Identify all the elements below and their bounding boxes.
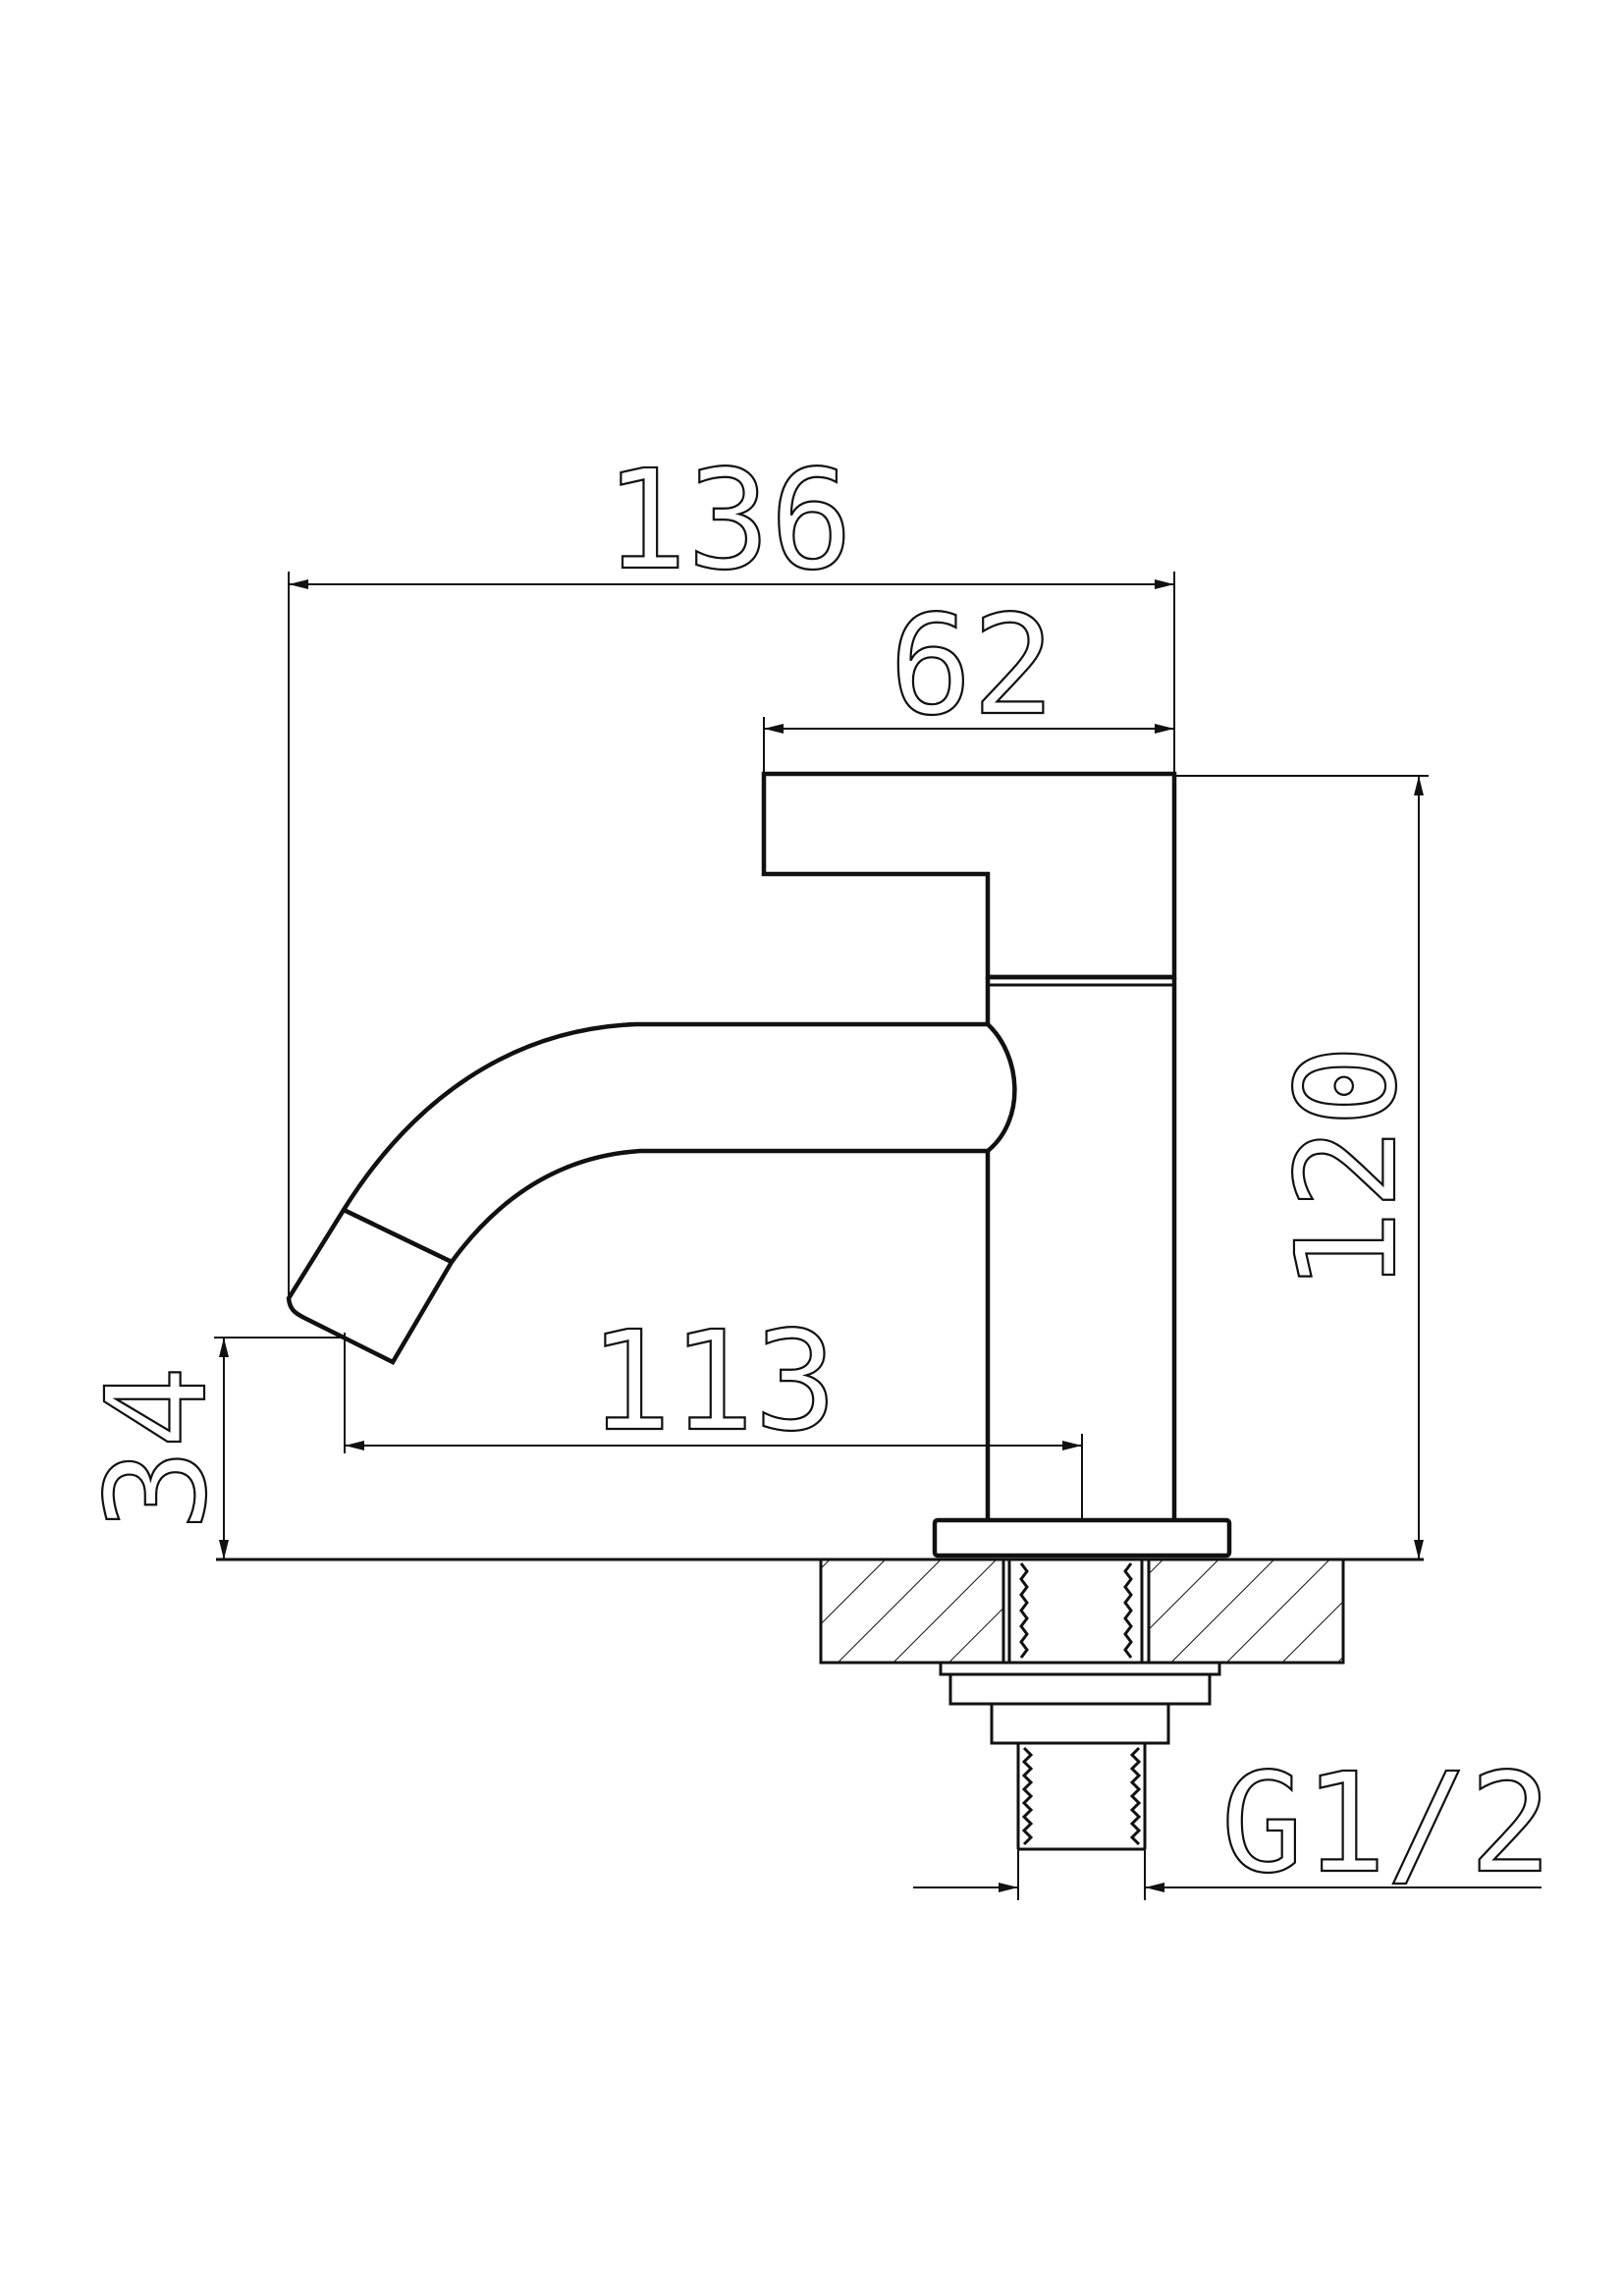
- label-spout-reach: 113: [589, 1302, 838, 1462]
- shank-collar: [990, 1702, 1170, 1745]
- dimension-labels: 136 62 120 113 34 G1/2: [77, 440, 1553, 1905]
- back-nut: [948, 1672, 1212, 1706]
- countertop-section-left: [819, 1558, 1005, 1665]
- spout-nozzle: [286, 1207, 456, 1365]
- dimension-lines: [214, 572, 1542, 1900]
- threaded-shank: [939, 1559, 1221, 1851]
- spout: [342, 1021, 1017, 1264]
- label-spout-height: 34: [78, 1366, 238, 1532]
- label-overall-length: 136: [605, 441, 853, 601]
- tap-column: [985, 977, 1177, 1520]
- handle-lever: [761, 771, 1177, 980]
- label-height: 120: [1268, 1045, 1428, 1293]
- label-handle-length: 62: [890, 586, 1055, 746]
- countertop-section-right: [1147, 1558, 1345, 1665]
- washer: [939, 1661, 1221, 1676]
- tap-body: [286, 771, 1232, 1558]
- label-thread-size: G1/2: [1220, 1744, 1551, 1904]
- mounting-surface: [216, 1558, 1424, 1665]
- base-flange: [932, 1517, 1232, 1558]
